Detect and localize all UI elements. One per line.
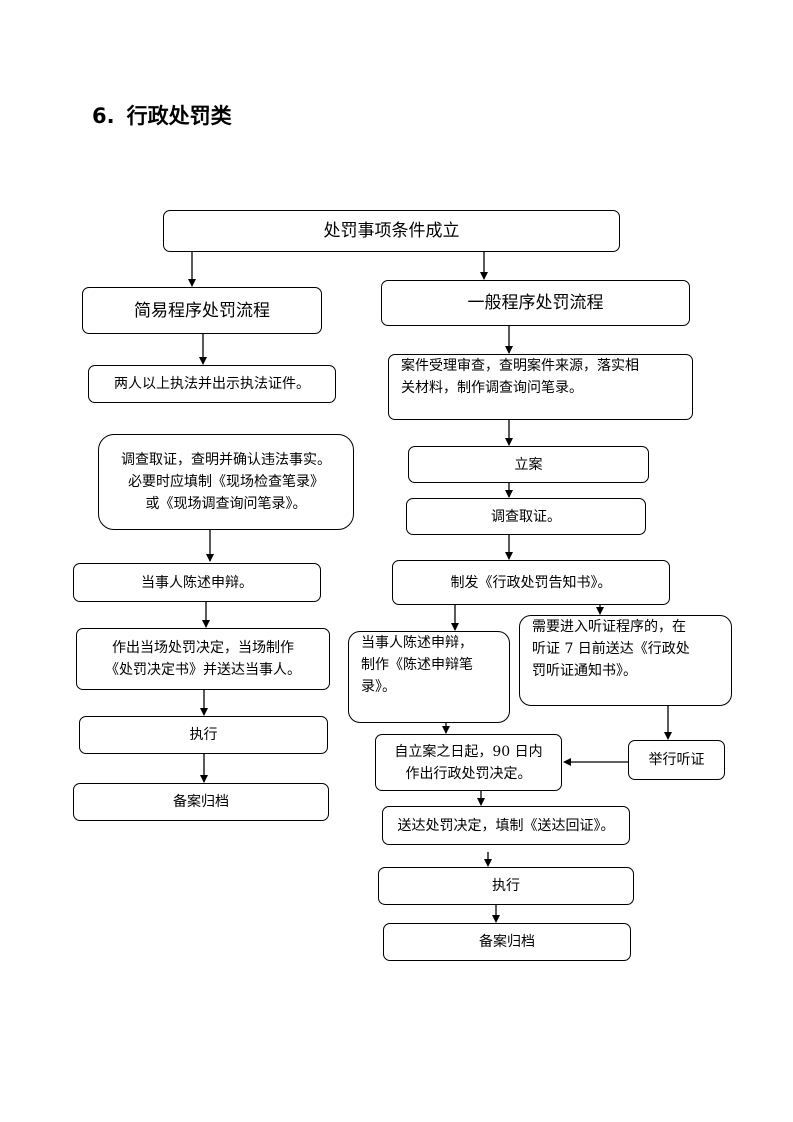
general-step1-line2: 关材料，制作调查询问笔录。 bbox=[401, 380, 583, 396]
simple-step-investigate: 调查取证，查明并确认违法事实。 必要时应填制《现场检查笔录》 或《现场调查询问笔… bbox=[98, 434, 354, 530]
delivery-text: 送达处罚决定，填制《送达回证》。 bbox=[397, 817, 615, 834]
statement-line2: 制作《陈述申辩笔 bbox=[361, 657, 473, 673]
general-step-decision: 自立案之日起，90 日内 作出行政处罚决定。 bbox=[375, 734, 562, 791]
simple-step3-text: 当事人陈述申辩。 bbox=[141, 574, 253, 591]
simple-procedure-title-text: 简易程序处罚流程 bbox=[134, 300, 270, 321]
general-step-investigate: 调查取证。 bbox=[406, 498, 646, 535]
general-step4-text: 制发《行政处罚告知书》。 bbox=[450, 574, 612, 591]
general-step-hearing: 举行听证 bbox=[628, 740, 725, 780]
simple-step-decision: 作出当场处罚决定，当场制作 《处罚决定书》并送达当事人。 bbox=[76, 628, 330, 690]
start-condition-text: 处罚事项条件成立 bbox=[323, 221, 460, 241]
simple-step6-text: 备案归档 bbox=[173, 794, 229, 810]
hearing-notice-line3: 罚听证通知书》。 bbox=[532, 663, 637, 679]
hearing-notice-line1: 需要进入听证程序的，在 bbox=[532, 619, 686, 635]
simple-step2-line1: 调查取证，查明并确认违法事实。 bbox=[121, 452, 331, 468]
general-step-accept-case: 案件受理审查，查明案件来源，落实相 关材料，制作调查询问笔录。 bbox=[388, 354, 693, 420]
general-procedure-title: 一般程序处罚流程 bbox=[381, 280, 690, 326]
simple-step4-line2: 《处罚决定书》并送达当事人。 bbox=[105, 662, 301, 678]
section-number: 6. bbox=[92, 104, 115, 128]
general-step-notice: 制发《行政处罚告知书》。 bbox=[392, 560, 670, 605]
simple-step-show-credentials: 两人以上执法并出示执法证件。 bbox=[88, 365, 336, 403]
section-title: 行政处罚类 bbox=[126, 104, 232, 128]
general-archive-text: 备案归档 bbox=[479, 934, 535, 950]
general-step-delivery: 送达处罚决定，填制《送达回证》。 bbox=[382, 806, 630, 845]
simple-step-archive: 备案归档 bbox=[73, 783, 329, 821]
simple-step1-text: 两人以上执法并出示执法证件。 bbox=[114, 376, 310, 392]
simple-step2-line2: 必要时应填制《现场检查笔录》 bbox=[128, 474, 324, 490]
general-step3-text: 调查取证。 bbox=[491, 508, 561, 525]
decision-line2: 作出行政处罚决定。 bbox=[405, 765, 532, 782]
simple-step4-line1: 作出当场处罚决定，当场制作 bbox=[112, 640, 294, 656]
decision-line1: 自立案之日起，90 日内 bbox=[394, 743, 543, 760]
simple-step5-text: 执行 bbox=[189, 727, 218, 743]
general-execute-text: 执行 bbox=[492, 878, 520, 894]
simple-step-execute: 执行 bbox=[79, 716, 328, 754]
statement-line1: 当事人陈述申辩， bbox=[361, 635, 473, 651]
start-condition-box: 处罚事项条件成立 bbox=[163, 210, 620, 252]
general-procedure-title-text: 一般程序处罚流程 bbox=[467, 293, 604, 313]
hearing-notice-line2: 听证 7 日前送达《行政处 bbox=[532, 641, 690, 657]
simple-procedure-title: 简易程序处罚流程 bbox=[82, 287, 322, 334]
simple-step-statement: 当事人陈述申辩。 bbox=[73, 563, 321, 602]
section-heading: 6. 行政处罚类 bbox=[92, 100, 232, 130]
general-step2-text: 立案 bbox=[514, 456, 543, 473]
general-step-execute: 执行 bbox=[378, 867, 634, 905]
general-step-register: 立案 bbox=[408, 446, 649, 483]
hearing-text: 举行听证 bbox=[648, 752, 705, 768]
general-step1-line1: 案件受理审查，查明案件来源，落实相 bbox=[401, 358, 639, 374]
general-step-hearing-notice: 需要进入听证程序的，在 听证 7 日前送达《行政处 罚听证通知书》。 bbox=[519, 615, 732, 706]
simple-step2-line3: 或《现场调查询问笔录》。 bbox=[145, 496, 307, 512]
general-step-statement: 当事人陈述申辩， 制作《陈述申辩笔 录》。 bbox=[348, 631, 510, 723]
statement-line3: 录》。 bbox=[361, 679, 396, 695]
general-step-archive: 备案归档 bbox=[383, 923, 631, 961]
